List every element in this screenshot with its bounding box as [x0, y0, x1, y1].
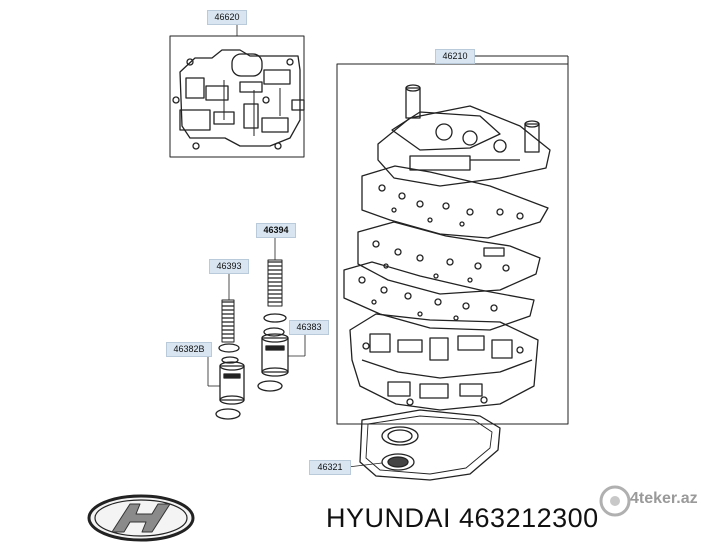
separator-plate-1 — [361, 165, 549, 239]
watermark-logo-icon — [599, 485, 631, 517]
callout-46210: 46210 — [435, 49, 475, 64]
valve-body-assembly-frame — [336, 55, 569, 425]
gasket-drawing — [347, 409, 501, 481]
callout-46620: 46620 — [207, 10, 247, 25]
watermark-text: 4teker.az — [630, 490, 698, 507]
watermark: 4teker.az — [598, 482, 716, 522]
solenoid-valve-b-drawing — [257, 235, 306, 392]
solenoid-valve-a-drawing — [207, 271, 245, 420]
separator-plate-2 — [357, 221, 541, 295]
upper-valve-body-drawing — [377, 84, 551, 187]
brand-caption: HYUNDAI 463212300 — [326, 503, 599, 533]
callout-46382B: 46382B — [166, 342, 212, 357]
callout-46394: 46394 — [256, 223, 296, 238]
callout-46383: 46383 — [289, 320, 329, 335]
lower-valve-body-drawing — [349, 313, 539, 411]
callout-46393: 46393 — [209, 259, 249, 274]
hyundai-logo — [87, 494, 195, 542]
separator-plate-3 — [343, 261, 535, 331]
callout-46321: 46321 — [309, 460, 351, 475]
valve-body-plate-drawing — [169, 23, 305, 158]
